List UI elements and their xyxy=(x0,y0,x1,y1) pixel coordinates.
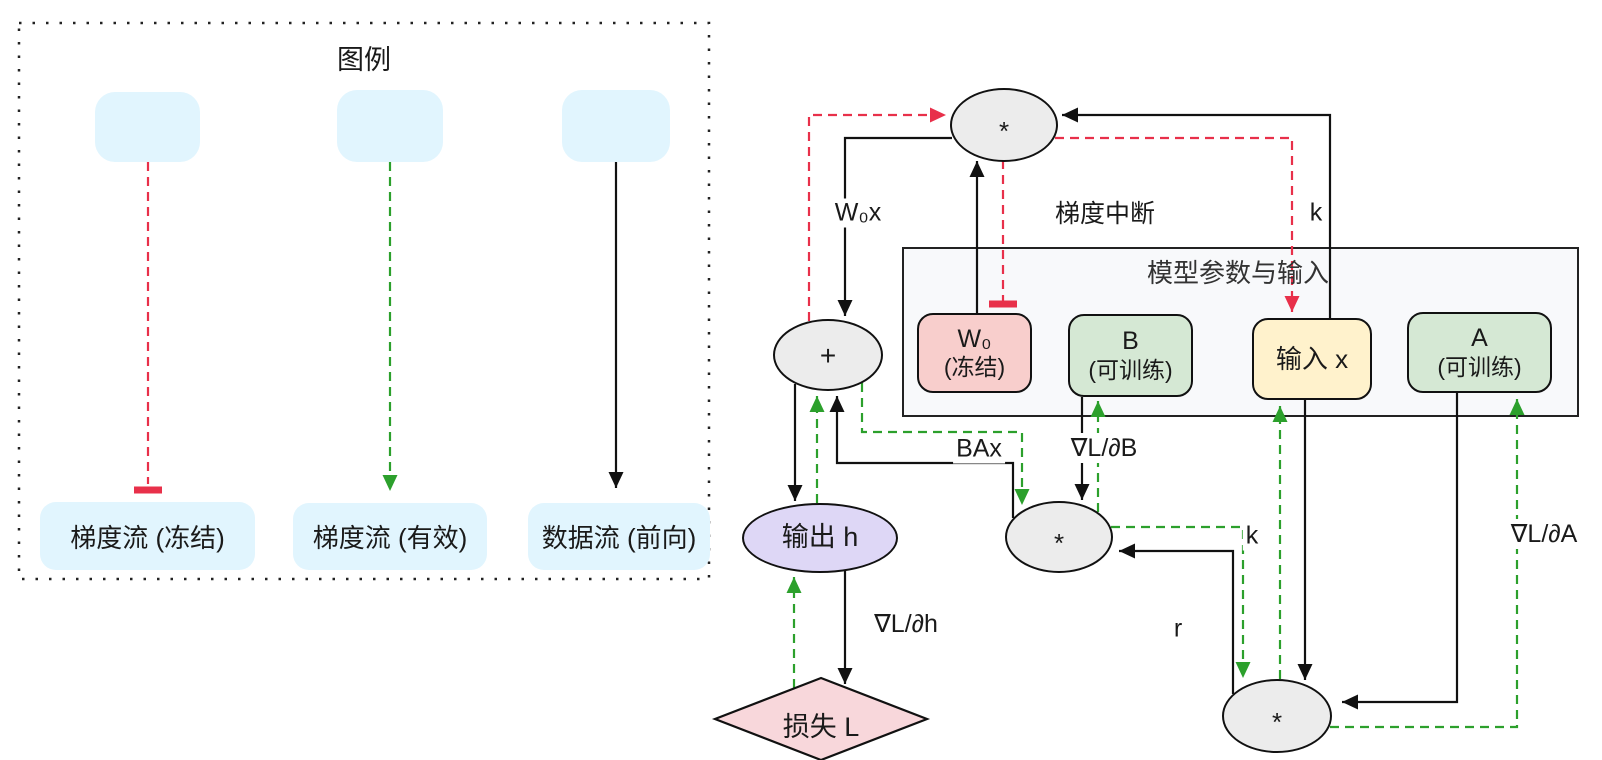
node-multiply-top: * xyxy=(950,88,1058,162)
multiply-glyph: * xyxy=(1271,706,1283,737)
edge-x-to-multop xyxy=(1062,107,1332,318)
edge-grad-mulmid-to-mulbot xyxy=(1111,525,1251,678)
edge-label-k-top: k xyxy=(1306,198,1326,228)
node-multiply-bottom: * xyxy=(1222,679,1332,753)
node-loss-label: 损失 L xyxy=(782,712,860,742)
node-w0-frozen: W₀ (冻结) xyxy=(917,313,1032,393)
edge-multop-to-add-w0x xyxy=(837,136,952,316)
node-b-trainable: B (可训练) xyxy=(1068,314,1193,397)
node-output-h-label: 输出 h xyxy=(781,522,859,553)
edge-label-grad-h: ∇L/∂h xyxy=(871,609,941,639)
legend-item-label: 梯度流 (冻结) xyxy=(70,522,225,553)
legend-frame xyxy=(17,21,711,581)
legend-item-frozen-gradient: 梯度流 (冻结) xyxy=(40,502,255,570)
legend-item-label: 数据流 (前向) xyxy=(541,523,697,553)
node-b-subtitle: (可训练) xyxy=(1088,356,1173,383)
edge-grad-add-to-mulmid xyxy=(860,383,1030,505)
edge-mulmid-to-add-bax xyxy=(829,396,1015,518)
node-b-title: B xyxy=(1122,327,1139,356)
legend-item-data-flow: 数据流 (前向) xyxy=(528,503,710,570)
node-output-h: 输出 h xyxy=(742,503,898,573)
group-label: 模型参数与输入 xyxy=(1146,258,1329,288)
edge-grad-multop-to-x xyxy=(1055,136,1300,312)
edge-label-grad-b: ∇L/∂B xyxy=(1067,433,1141,463)
edge-label-w0x: W₀x xyxy=(831,198,885,228)
multiply-glyph: * xyxy=(998,115,1010,146)
legend-item-label: 梯度流 (有效) xyxy=(312,523,468,553)
edge-mulbot-to-mulmid-r xyxy=(1119,543,1235,694)
node-w0-subtitle: (冻结) xyxy=(943,354,1006,381)
node-a-trainable: A (可训练) xyxy=(1407,312,1552,393)
node-a-subtitle: (可训练) xyxy=(1437,353,1522,380)
legend-swatch-data-flow xyxy=(562,90,670,162)
edge-a-to-mulbot xyxy=(1342,393,1459,710)
edge-label-grad-break: 梯度中断 xyxy=(1051,194,1159,230)
plus-glyph: + xyxy=(819,340,837,372)
edge-label-bax: BAx xyxy=(953,434,1005,464)
edge-label-k-inner: k xyxy=(1242,521,1262,551)
edge-grad-mulbot-to-a xyxy=(1330,399,1525,729)
node-a-title: A xyxy=(1471,324,1488,353)
node-w0-title: W₀ xyxy=(957,324,992,353)
legend-title: 图例 xyxy=(337,45,391,75)
multiply-glyph: * xyxy=(1053,527,1065,558)
edge-label-r: r xyxy=(1170,614,1186,644)
edge-grad-add-to-multop xyxy=(807,107,946,321)
node-add: + xyxy=(773,319,883,391)
node-input-x-label: 输入 x xyxy=(1275,343,1349,374)
node-input-x: 输入 x xyxy=(1252,318,1372,400)
legend-swatch-active-gradient xyxy=(337,90,443,162)
legend-item-active-gradient: 梯度流 (有效) xyxy=(293,503,487,570)
legend-swatch-frozen-gradient xyxy=(95,92,200,162)
loss-node-shape xyxy=(711,676,931,760)
node-multiply-mid: * xyxy=(1005,501,1113,573)
edge-label-grad-a: ∇L/∂A xyxy=(1507,519,1581,549)
